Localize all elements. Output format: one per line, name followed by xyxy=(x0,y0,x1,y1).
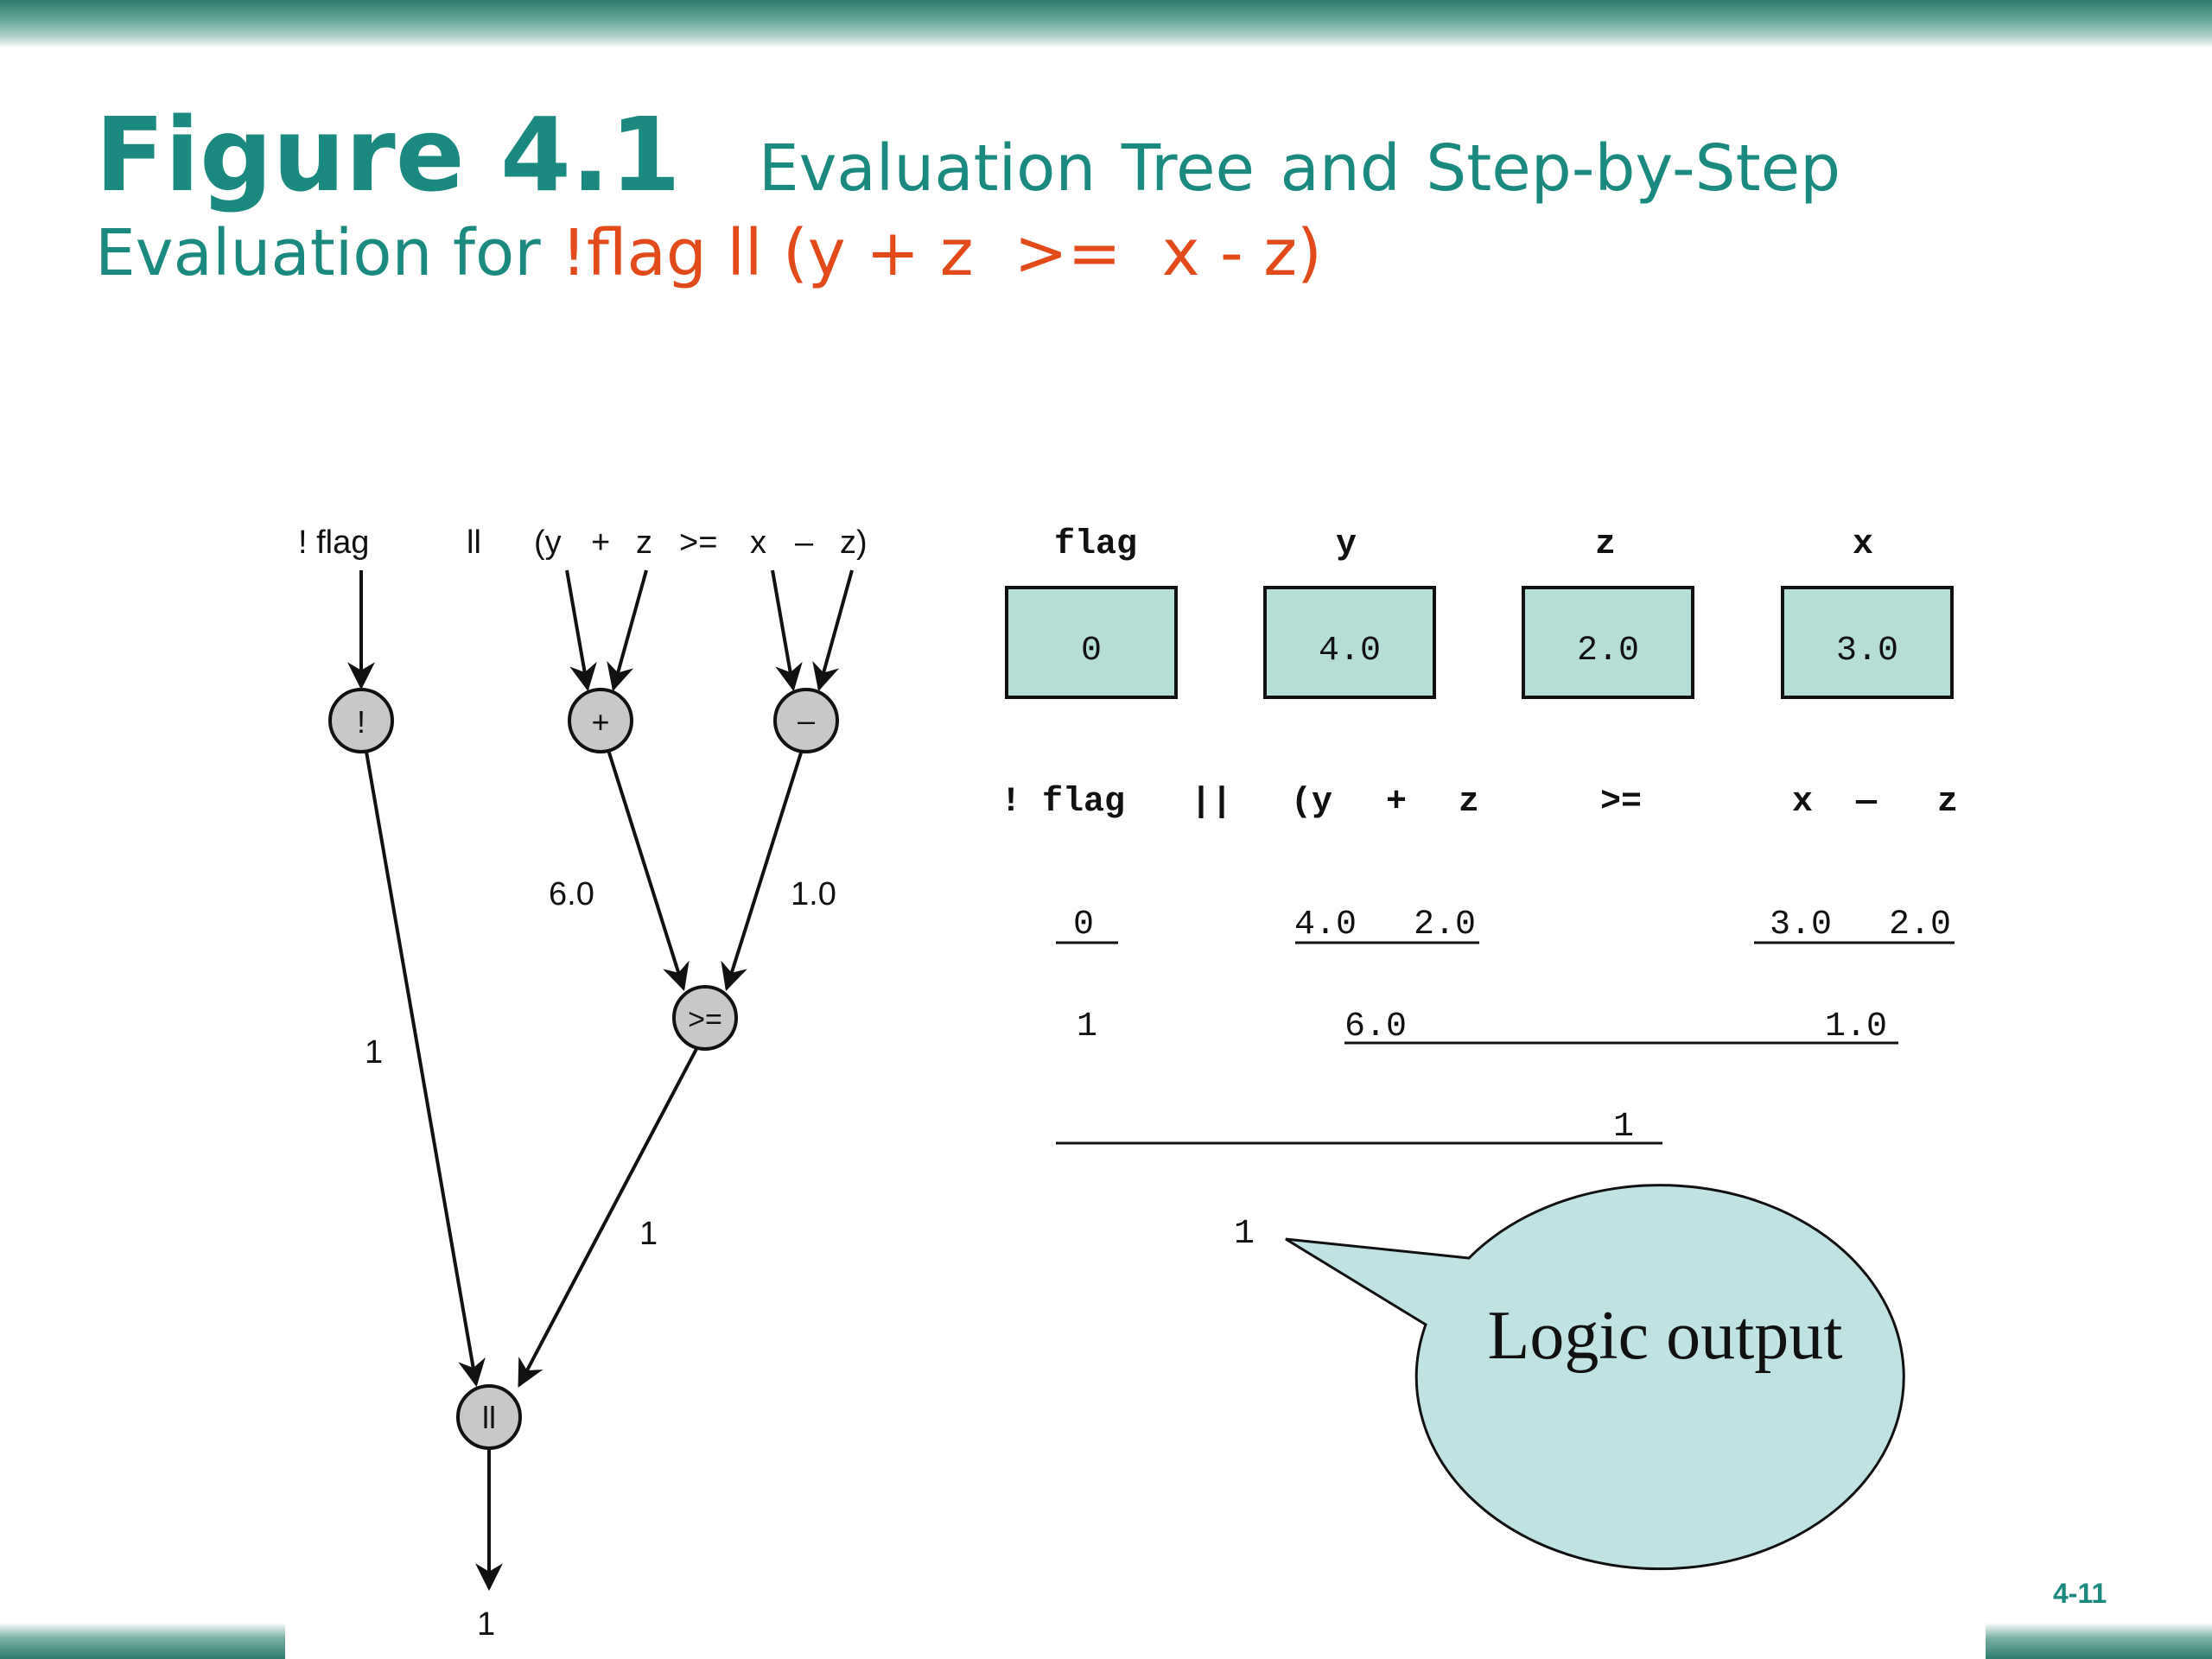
bottom-right-decorative-band xyxy=(1986,1623,2212,1659)
step4-final: 1 xyxy=(1234,1215,1255,1254)
step3-compare: 1 xyxy=(1613,1108,1634,1147)
step-token-or: || xyxy=(1191,783,1232,822)
var-name-flag: flag xyxy=(1054,525,1137,564)
tree-nodes: ! + – >= ll xyxy=(328,688,839,1450)
step-token-z-end: z xyxy=(1937,783,1958,822)
var-value-z: 2.0 xyxy=(1577,632,1639,671)
caption-expression: !flag ll (y + z >= x - z) xyxy=(561,216,1322,290)
var-box-y xyxy=(1263,586,1436,699)
step-token-x: x xyxy=(1792,783,1813,822)
step-token-open-y: (y xyxy=(1291,783,1332,822)
step-token-plus: + xyxy=(1386,783,1407,822)
variable-boxes xyxy=(1005,586,1954,699)
tree-token-or: ll xyxy=(467,524,481,561)
node-not: ! xyxy=(328,688,394,753)
edge-not-to-or xyxy=(365,751,486,1388)
value-result: 1 xyxy=(477,1606,495,1643)
value-not-out: 1 xyxy=(365,1034,383,1071)
node-minus: – xyxy=(773,688,839,753)
variable-table: flag y z x 0 4.0 2.0 3.0 xyxy=(1005,525,1954,699)
tree-token-x: x xyxy=(750,524,766,561)
value-plus-out: 6.0 xyxy=(549,876,594,912)
variable-values: 0 4.0 2.0 3.0 xyxy=(1081,632,1898,671)
step-by-step-evaluation: ! flag || (y + z >= x — z 0 4.0 2.0 3.0 … xyxy=(1001,783,1958,1254)
edge-x-to-minus xyxy=(771,569,803,692)
var-value-flag: 0 xyxy=(1081,632,1102,671)
node-ge: >= xyxy=(672,985,738,1051)
step-underlines xyxy=(1056,941,1955,1145)
edge-z-to-plus xyxy=(607,569,648,692)
tree-token-minus: – xyxy=(795,524,814,561)
figure-label: Figure 4.1 xyxy=(95,95,681,214)
figure-caption: Evaluation Tree and Step-by-Step xyxy=(758,131,1841,206)
tree-token-z-close: z) xyxy=(840,524,868,561)
callout-text: Logic output xyxy=(1487,1298,1842,1374)
node-or: ll xyxy=(456,1384,522,1450)
step-token-minus: — xyxy=(1855,783,1878,822)
tree-token-z: z xyxy=(636,524,652,561)
edge-y-to-plus xyxy=(565,569,597,692)
slide-title: Figure 4.1 Evaluation Tree and Step-by-S… xyxy=(95,95,2082,290)
value-minus-out: 1.0 xyxy=(791,876,836,912)
var-name-x: x xyxy=(1853,525,1873,564)
node-not-label: ! xyxy=(357,704,365,740)
edge-z-to-minus xyxy=(812,569,854,692)
tree-token-ge: >= xyxy=(679,524,717,561)
node-plus: + xyxy=(568,688,633,753)
var-name-z: z xyxy=(1595,525,1616,564)
evaluation-tree: ! flag ll (y + z >= x – z) ! xyxy=(298,524,868,1643)
var-value-x: 3.0 xyxy=(1836,632,1898,671)
step1-x: 3.0 xyxy=(1770,906,1832,944)
node-ge-label: >= xyxy=(688,1003,722,1036)
step-token-z: z xyxy=(1459,783,1479,822)
value-ge-out: 1 xyxy=(639,1216,658,1252)
bottom-left-decorative-band xyxy=(0,1623,285,1659)
step1-z: 2.0 xyxy=(1414,906,1476,944)
var-box-x xyxy=(1781,586,1954,699)
step1-y: 4.0 xyxy=(1294,906,1357,944)
tree-token-open-y: (y xyxy=(534,524,562,561)
tree-expression-header: ! flag ll (y + z >= x – z) xyxy=(298,524,868,561)
variable-names: flag y z x xyxy=(1054,525,1873,564)
tree-edges xyxy=(347,569,854,1592)
step2-sum: 6.0 xyxy=(1344,1007,1407,1046)
logic-output-callout: Logic output xyxy=(1285,1184,1905,1571)
node-plus-label: + xyxy=(591,704,609,740)
tree-token-plus: + xyxy=(591,524,610,561)
step-token-ge: >= xyxy=(1600,783,1642,822)
edge-ge-to-or xyxy=(518,1048,698,1388)
edge-plus-to-ge xyxy=(607,749,690,992)
node-or-label: ll xyxy=(482,1400,496,1435)
step1-flag: 0 xyxy=(1073,906,1094,944)
callout-bubble xyxy=(1285,1184,1905,1571)
top-decorative-band xyxy=(0,0,2212,48)
step-row-values: 0 4.0 2.0 3.0 2.0 1 6.0 1.0 1 1 xyxy=(1073,906,1951,1254)
var-box-flag xyxy=(1005,586,1178,699)
step2-diff: 1.0 xyxy=(1825,1007,1887,1046)
var-name-y: y xyxy=(1336,525,1357,564)
caption-prefix: Evaluation for xyxy=(95,216,562,290)
node-minus-label: – xyxy=(798,702,815,738)
step1-z2: 2.0 xyxy=(1889,906,1951,944)
step-expression: ! flag || (y + z >= x — z xyxy=(1001,783,1958,822)
var-value-y: 4.0 xyxy=(1319,632,1381,671)
var-box-z xyxy=(1522,586,1694,699)
step2-not-flag: 1 xyxy=(1077,1007,1097,1046)
step-token-not-flag: ! flag xyxy=(1001,783,1125,822)
edge-minus-to-ge xyxy=(721,749,804,992)
tree-token-not-flag: ! flag xyxy=(298,524,369,561)
page-number: 4-11 xyxy=(2053,1578,2107,1609)
tree-edge-values: 6.0 1.0 1 1 1 xyxy=(365,876,836,1643)
